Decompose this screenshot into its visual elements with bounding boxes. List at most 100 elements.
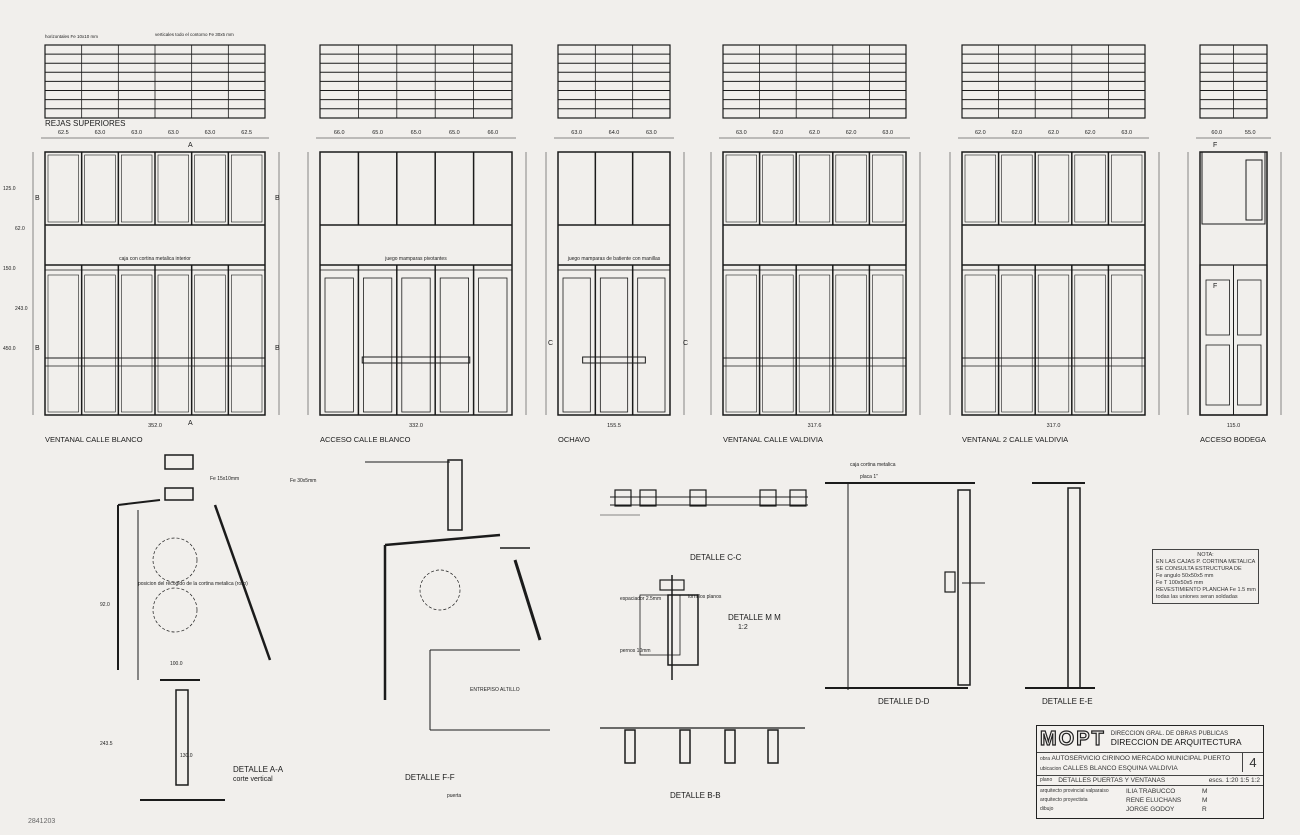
pane [194, 274, 226, 413]
dimension-label: 63.0 [205, 130, 216, 136]
door-leaf [562, 277, 591, 413]
elevation-title: VENTANAL CALLE VALDIVIA [723, 435, 823, 444]
window-frame [722, 151, 907, 416]
grille-title: REJAS SUPERIORES [45, 119, 125, 128]
section-marker: A [188, 420, 193, 427]
detail-subtitle: 1:2 [738, 624, 748, 631]
pane [725, 154, 757, 223]
door-leaf [324, 277, 354, 413]
pane [84, 274, 116, 413]
section-marker: B [35, 345, 40, 352]
dimension-label: 65.0 [411, 130, 422, 136]
mullion-section [679, 729, 691, 764]
section-marker: B [35, 195, 40, 202]
detail-title: DETALLE C-C [690, 553, 742, 562]
total-dimension: 332.0 [409, 423, 423, 429]
pane [157, 154, 189, 223]
dimension-label: 63.0 [736, 130, 747, 136]
archive-stamp: 2841203 [28, 818, 56, 825]
detail-note: posicion del recogido de la cortina meta… [138, 581, 248, 587]
total-dimension: 352.0 [148, 423, 162, 429]
pane [1037, 274, 1070, 413]
frame-section [639, 594, 681, 656]
dimension-label: 65.0 [449, 130, 460, 136]
dimension-label: 62.0 [809, 130, 820, 136]
dimension-label: 63.0 [131, 130, 142, 136]
person-name: RENE ELUCHANS [1126, 797, 1182, 804]
detail-note: Fe 15x10mm [210, 476, 239, 482]
dimension-label: 66.0 [334, 130, 345, 136]
note-line: REVESTIMIENTO PLANCHA Fe 1.5 mm [1156, 587, 1256, 593]
section-marker: B [275, 345, 280, 352]
height-label: 150.0 [3, 266, 16, 272]
note-box: NOTA: EN LAS CAJAS P. CORTINA METALICA S… [1152, 549, 1259, 604]
pane [798, 274, 831, 413]
detail-note: tornillos planos [688, 594, 722, 600]
pane [231, 274, 263, 413]
dimension-label: 62.0 [975, 130, 986, 136]
dimension-label: 55.0 [1245, 130, 1256, 136]
pane [835, 274, 867, 413]
height-label: 125.0 [3, 186, 16, 192]
curtain-roll [152, 587, 198, 633]
bodega-window [1201, 151, 1266, 225]
detail-note: 243.5 [100, 741, 113, 747]
role: arquitecto proyectista [1040, 797, 1088, 803]
total-dimension: 317.0 [1047, 423, 1061, 429]
section-marker: A [188, 142, 193, 149]
note-line: EN LAS CAJAS P. CORTINA METALICA [1156, 559, 1256, 565]
pane [872, 274, 904, 413]
bodega-pane [1245, 159, 1263, 221]
detail-note: 92.0 [100, 602, 110, 608]
detail-title: DETALLE B-B [670, 791, 721, 800]
note-line: Fe T 100x50x5 mm [1156, 580, 1204, 586]
door-leaf [401, 277, 431, 413]
curtain-roll [152, 537, 198, 583]
pane [725, 274, 757, 413]
total-dimension: 317.6 [808, 423, 822, 429]
elevation-title: VENTANAL CALLE BLANCO [45, 435, 143, 444]
elevation-note: caja con cortina metalica interior [119, 256, 191, 262]
detail-title: DETALLE M M [728, 613, 781, 622]
initial: M [1202, 788, 1208, 795]
detail-note: ENTREPISO ALTILLO [470, 687, 520, 693]
org-line-1: DIRECCION GRAL. DE OBRAS PUBLICAS [1110, 731, 1229, 737]
door-panel [1237, 344, 1262, 406]
plate [667, 594, 699, 666]
elevation-title: OCHAVO [558, 435, 590, 444]
elevation-title: VENTANAL 2 CALLE VALDIVIA [962, 435, 1068, 444]
height-label: 243.0 [15, 306, 28, 312]
dimension-label: 62.0 [1085, 130, 1096, 136]
person-name: ILIA TRABUCCO [1126, 788, 1176, 795]
mullion-section [175, 689, 189, 786]
grille-note: horizontales Fe 10x10 mm [45, 34, 98, 39]
note-line: todas las uniones seran soldadas [1156, 594, 1238, 600]
pane [157, 274, 189, 413]
dimension-label: 62.0 [773, 130, 784, 136]
dimension-label: 63.0 [1121, 130, 1132, 136]
height-label: 450.0 [3, 346, 16, 352]
profile-section [614, 489, 632, 507]
elevation-note: juego mamparas pivotantes [384, 256, 447, 262]
pane [121, 274, 153, 413]
dimension-label: 65.0 [372, 130, 383, 136]
pane [1111, 154, 1143, 223]
note-line: Fe angulo 50x50x5 mm [1156, 573, 1214, 579]
push-bar [582, 356, 646, 364]
mullion-section [724, 729, 736, 764]
profile-section [689, 489, 707, 507]
height-label: 62.0 [15, 226, 25, 232]
pane [194, 154, 226, 223]
dimension-label: 62.5 [58, 130, 69, 136]
pane [1111, 274, 1143, 413]
elevation-title: ACCESO BODEGA [1200, 435, 1266, 444]
curtain-roll [419, 569, 461, 611]
mullion-section [767, 729, 779, 764]
dimension-label: 62.5 [241, 130, 252, 136]
title-block: MOPT DIRECCION GRAL. DE OBRAS PUBLICAS D… [1036, 725, 1264, 819]
pane [762, 274, 794, 413]
door-leaf [478, 277, 508, 413]
initial: R [1202, 806, 1207, 813]
soffit [384, 533, 501, 547]
